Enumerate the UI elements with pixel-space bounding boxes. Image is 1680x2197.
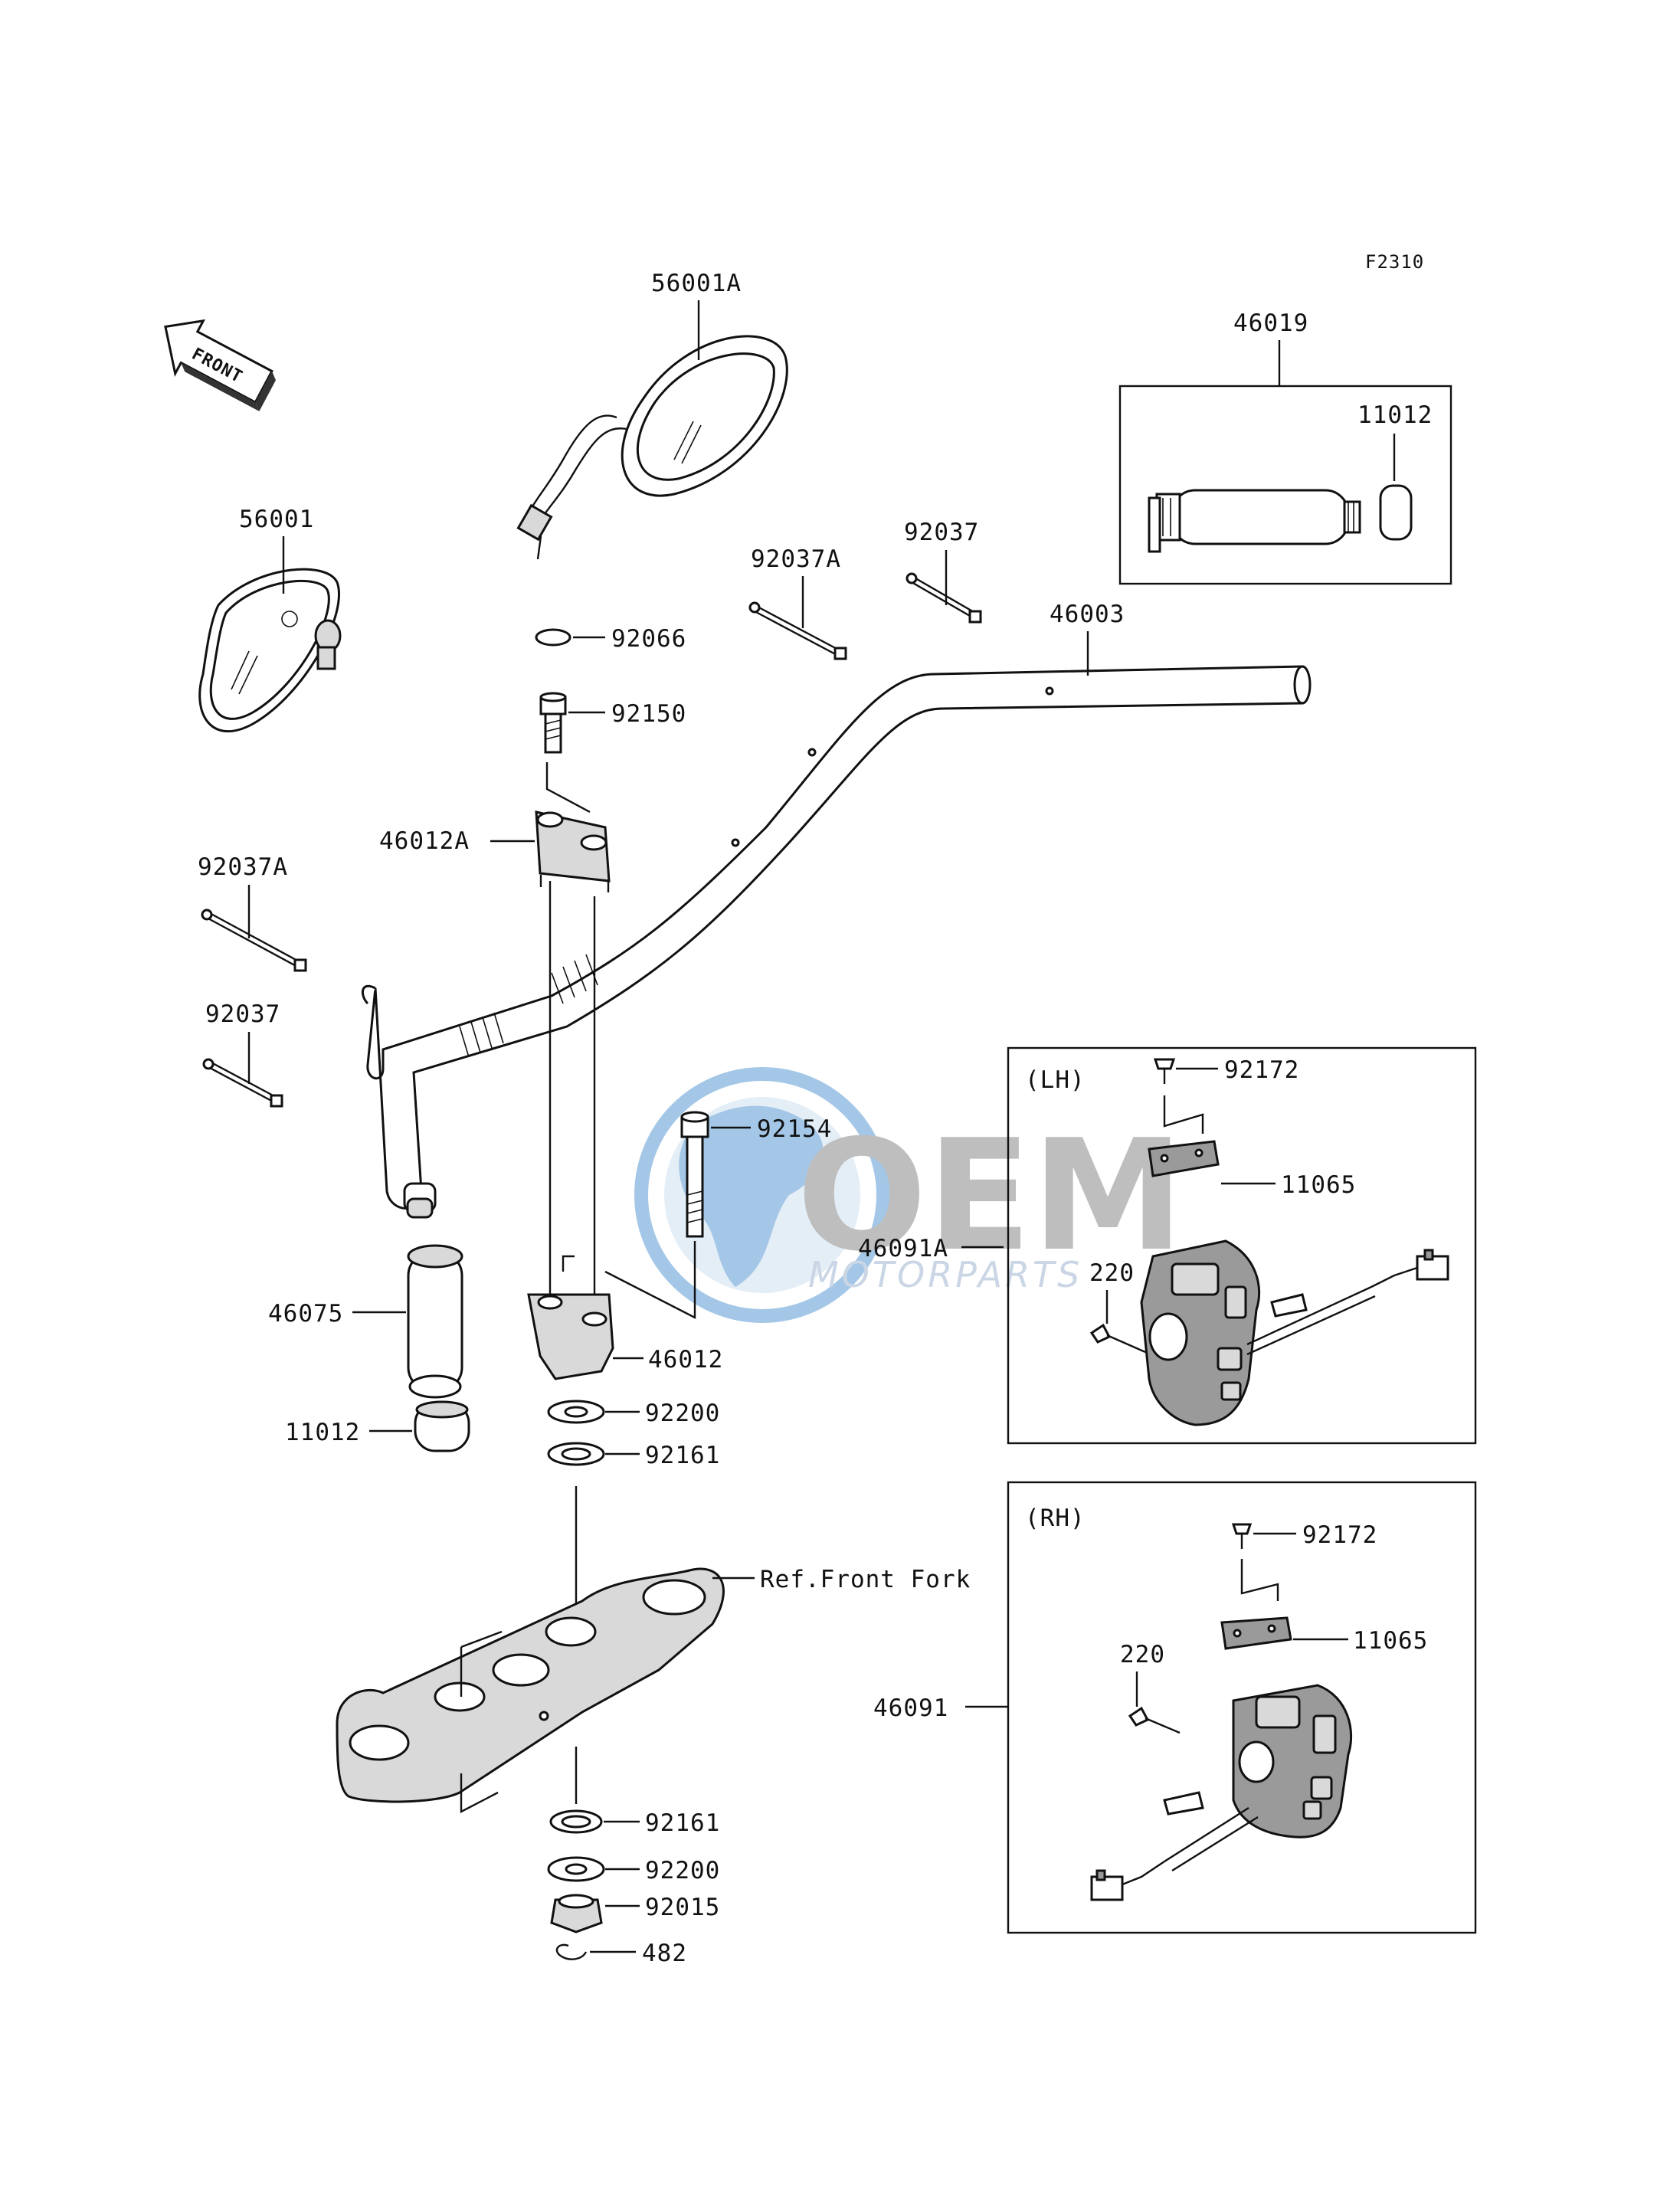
cap (535, 628, 571, 647)
lh-bolt (1089, 1323, 1146, 1354)
mirror-right (516, 335, 788, 560)
rh-bolt (1128, 1706, 1181, 1734)
washer-3 (549, 1809, 603, 1834)
grip-left (407, 1244, 463, 1399)
lh-switch-housing (1140, 1239, 1449, 1426)
label-mirror-left: 56001 (239, 506, 314, 533)
lh-title: (LH) (1025, 1066, 1086, 1094)
label-rh-switch: 46091 (873, 1694, 948, 1722)
rh-cover (1220, 1616, 1292, 1650)
label-washer-3: 92161 (645, 1809, 720, 1837)
label-band-top: 92037 (904, 519, 979, 546)
label-bolt-cap: 92150 (611, 700, 686, 728)
label-lh-cover: 11065 (1281, 1171, 1356, 1199)
label-band-left: 92037 (205, 1000, 280, 1028)
throttle-grip-box (1118, 385, 1452, 585)
label-handlebar: 46003 (1050, 601, 1125, 628)
label-washer-2: 92161 (645, 1442, 720, 1469)
cable-band-a-top (748, 601, 847, 660)
label-band-a-top: 92037A (751, 545, 841, 573)
label-rh-bolt: 220 (1120, 1641, 1165, 1668)
handlebar (361, 665, 1312, 1219)
cable-band-top (905, 572, 982, 624)
rh-switch-housing (1090, 1684, 1353, 1901)
watermark: OEM MOTORPARTS (634, 1067, 1184, 1323)
holder-upper (535, 810, 611, 882)
rh-screw (1231, 1523, 1253, 1549)
label-clamp-set: 46019 (1233, 309, 1308, 337)
lh-screw (1153, 1058, 1176, 1084)
lh-switch-box (1007, 1046, 1477, 1445)
throttle-grip (1148, 489, 1361, 553)
label-grip-left: 46075 (268, 1300, 343, 1328)
label-band-a-left: 92037A (198, 853, 288, 881)
nut (550, 1894, 603, 1933)
label-grip-end-left: 11012 (285, 1419, 360, 1446)
washer-4 (547, 1856, 605, 1882)
watermark-sub: MOTORPARTS (808, 1254, 1082, 1295)
label-bolt-long: 92154 (757, 1115, 832, 1143)
globe-logo-icon (634, 1067, 890, 1323)
fork-upper-bracket (336, 1567, 725, 1803)
front-direction-arrow-icon: FRONT (164, 319, 277, 411)
label-clip: 482 (642, 1940, 687, 1967)
label-lh-screw: 92172 (1224, 1056, 1299, 1084)
label-rh-screw: 92172 (1302, 1521, 1377, 1549)
bolt-cap (539, 692, 567, 754)
label-ref-front-fork: Ref.Front Fork (760, 1566, 971, 1593)
grip-end-top (1379, 484, 1413, 541)
label-grip-end-top: 11012 (1357, 401, 1433, 429)
label-rh-cover: 11065 (1353, 1627, 1428, 1655)
label-washer-1: 92200 (645, 1400, 720, 1427)
clip (555, 1943, 588, 1960)
figure-code: F2310 (1365, 251, 1424, 273)
lh-cover (1148, 1140, 1220, 1177)
grip-end-left (414, 1400, 470, 1452)
cable-band-left (202, 1058, 283, 1108)
label-washer-4: 92200 (645, 1857, 720, 1884)
label-lh-switch: 46091A (858, 1235, 948, 1262)
label-holder-upper: 46012A (379, 827, 470, 855)
label-nut: 92015 (645, 1894, 720, 1921)
holder-lower (527, 1293, 614, 1380)
mirror-left (198, 568, 342, 733)
bolt-long (680, 1111, 709, 1238)
washer-2 (547, 1442, 605, 1466)
knurl-center (551, 954, 598, 1004)
cable-band-a-left (201, 909, 307, 972)
knurl-left (459, 1012, 504, 1058)
rh-title: (RH) (1025, 1505, 1086, 1532)
label-mirror-right: 56001A (651, 270, 742, 297)
label-cap: 92066 (611, 625, 686, 653)
watermark-brand: OEM (797, 1107, 1184, 1285)
washer-1 (547, 1400, 605, 1424)
label-holder-lower: 46012 (648, 1346, 723, 1374)
label-lh-bolt: 220 (1089, 1259, 1135, 1287)
